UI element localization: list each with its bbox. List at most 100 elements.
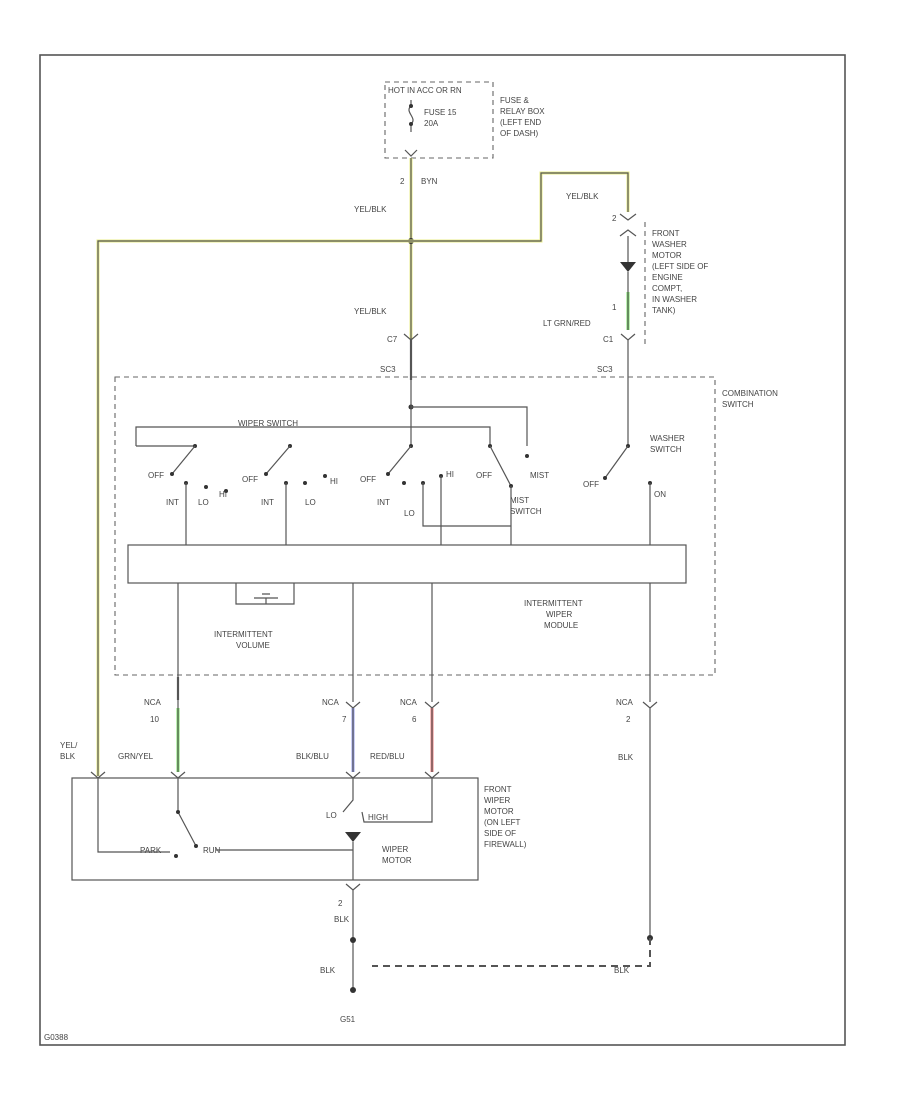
nca4-pin: 2 — [626, 715, 631, 724]
mist-blade — [489, 445, 512, 487]
washer-motor-5: ENGINE — [652, 273, 683, 282]
park-switch-blade — [177, 778, 197, 847]
sw2-blade — [265, 445, 291, 475]
sw2-int: INT — [261, 498, 274, 507]
combination-switch-label-2: SWITCH — [722, 400, 754, 409]
c7-label: C7 — [387, 335, 398, 344]
fuse-terminal-bottom — [409, 122, 413, 126]
pin-2-bottom-label: 2 — [338, 899, 343, 908]
motor-loc-1: FRONT — [484, 785, 512, 794]
sw2-hi-contact — [323, 474, 327, 478]
branch-left-core — [97, 240, 411, 776]
fuse-label: FUSE 15 — [424, 108, 457, 117]
wiper-motor-label-1: WIPER — [382, 845, 408, 854]
combination-switch-label-1: COMBINATION — [722, 389, 778, 398]
int-module-2: WIPER — [546, 610, 572, 619]
blk-right-label: BLK — [618, 753, 634, 762]
ground-point — [350, 987, 356, 993]
motor-loc-2: WIPER — [484, 796, 510, 805]
nca2-pin: 7 — [342, 715, 347, 724]
run-contact — [194, 844, 198, 848]
sw3-int-contact — [402, 481, 406, 485]
washer-motor-4: (LEFT SIDE OF — [652, 262, 708, 271]
high-brush-lead — [361, 778, 433, 823]
motor-conn-grn — [170, 771, 186, 779]
branch-right-yellow — [411, 171, 630, 243]
mist-on-label: MIST — [530, 471, 549, 480]
branch-left-yellow — [96, 239, 411, 776]
wiper-switch-label: WIPER SWITCH — [238, 419, 298, 428]
sw1-int: INT — [166, 498, 179, 507]
nca2-conn — [345, 701, 361, 709]
wiper-motor-symbol — [345, 832, 361, 842]
blk-bottom-left-label: BLK — [320, 966, 336, 975]
sw1-hi: HI — [219, 490, 227, 499]
ground-splice-left — [350, 937, 356, 943]
blk-ground-label: BLK — [614, 966, 630, 975]
sw1-blade — [171, 445, 196, 475]
nca1-pin: 10 — [150, 715, 159, 724]
park-switch-pivot — [176, 810, 180, 814]
intermittent-volume-symbol — [254, 593, 278, 604]
sw1-off-contact — [170, 472, 174, 476]
mist-off: OFF — [476, 471, 492, 480]
washer-on-label: ON — [654, 490, 666, 499]
motor-conn-blu — [345, 771, 361, 779]
motor-loc-4: (ON LEFT — [484, 818, 521, 827]
c1-label: C1 — [603, 335, 614, 344]
intermittent-module-bar — [127, 544, 687, 584]
nca2-label: NCA — [322, 698, 340, 707]
ground-label: G51 — [340, 1015, 356, 1024]
blk-bottom-label: BLK — [334, 915, 350, 924]
run-label: RUN — [203, 846, 221, 855]
grnyel-label: GRN/YEL — [118, 752, 154, 761]
washer-switch-2: SWITCH — [650, 445, 682, 454]
fuse-box-connector — [404, 149, 418, 157]
nca4-conn — [642, 701, 658, 709]
yelblk-mid-label: YEL/BLK — [354, 307, 387, 316]
diagram-frame — [39, 54, 846, 1046]
sc3-right-label: SC3 — [597, 365, 613, 374]
yelblk-right-label: YEL/BLK — [566, 192, 599, 201]
washer-conn-mid — [619, 229, 637, 237]
fuse-box-loc-1: FUSE & — [500, 96, 530, 105]
fuse-box-outline — [384, 81, 494, 159]
fuse-box-loc-4: OF DASH) — [500, 129, 539, 138]
lo-label: LO — [326, 811, 337, 820]
wiper-gang-bar — [135, 426, 491, 446]
washer-sw-off — [603, 476, 607, 480]
washer-conn-top — [619, 213, 637, 221]
sw1-off: OFF — [148, 471, 164, 480]
motor-conn-red — [424, 771, 440, 779]
intermittent-volume-link — [235, 583, 295, 605]
lo-brush-lead — [342, 778, 354, 813]
fuse-amp-label: 20A — [424, 119, 439, 128]
fuse-box-loc-2: RELAY BOX — [500, 107, 545, 116]
washer-motor-1: FRONT — [652, 229, 680, 238]
motor-loc-6: FIREWALL) — [484, 840, 527, 849]
hot-in-acc-label: HOT IN ACC OR RN — [388, 86, 462, 95]
redblu-label: RED/BLU — [370, 752, 405, 761]
sw2-lo-contact — [303, 481, 307, 485]
int-module-3: MODULE — [544, 621, 578, 630]
washer-switch-1: WASHER — [650, 434, 685, 443]
sw3-int: INT — [377, 498, 390, 507]
washer-motor-2: WASHER — [652, 240, 687, 249]
nca1-label: NCA — [144, 698, 162, 707]
sw3-lo-bridge — [422, 483, 511, 527]
sw3-off-contact — [386, 472, 390, 476]
motor-loc-5: SIDE OF — [484, 829, 516, 838]
high-label: HIGH — [368, 813, 388, 822]
figure-id: G0388 — [44, 1033, 69, 1042]
ltgrnred-label: LT GRN/RED — [543, 319, 591, 328]
park-contact — [174, 854, 178, 858]
sw1-lo-contact — [204, 485, 208, 489]
mist-feed — [411, 406, 528, 446]
int-volume-1: INTERMITTENT — [214, 630, 273, 639]
mist-switch-1: MIST — [510, 496, 529, 505]
sw1-lo: LO — [198, 498, 209, 507]
washer-motor-8: TANK) — [652, 306, 676, 315]
fuse-relay-box: HOT IN ACC OR RN FUSE 15 20A FUSE & RELA… — [384, 81, 545, 159]
blkblu-label: BLK/BLU — [296, 752, 329, 761]
